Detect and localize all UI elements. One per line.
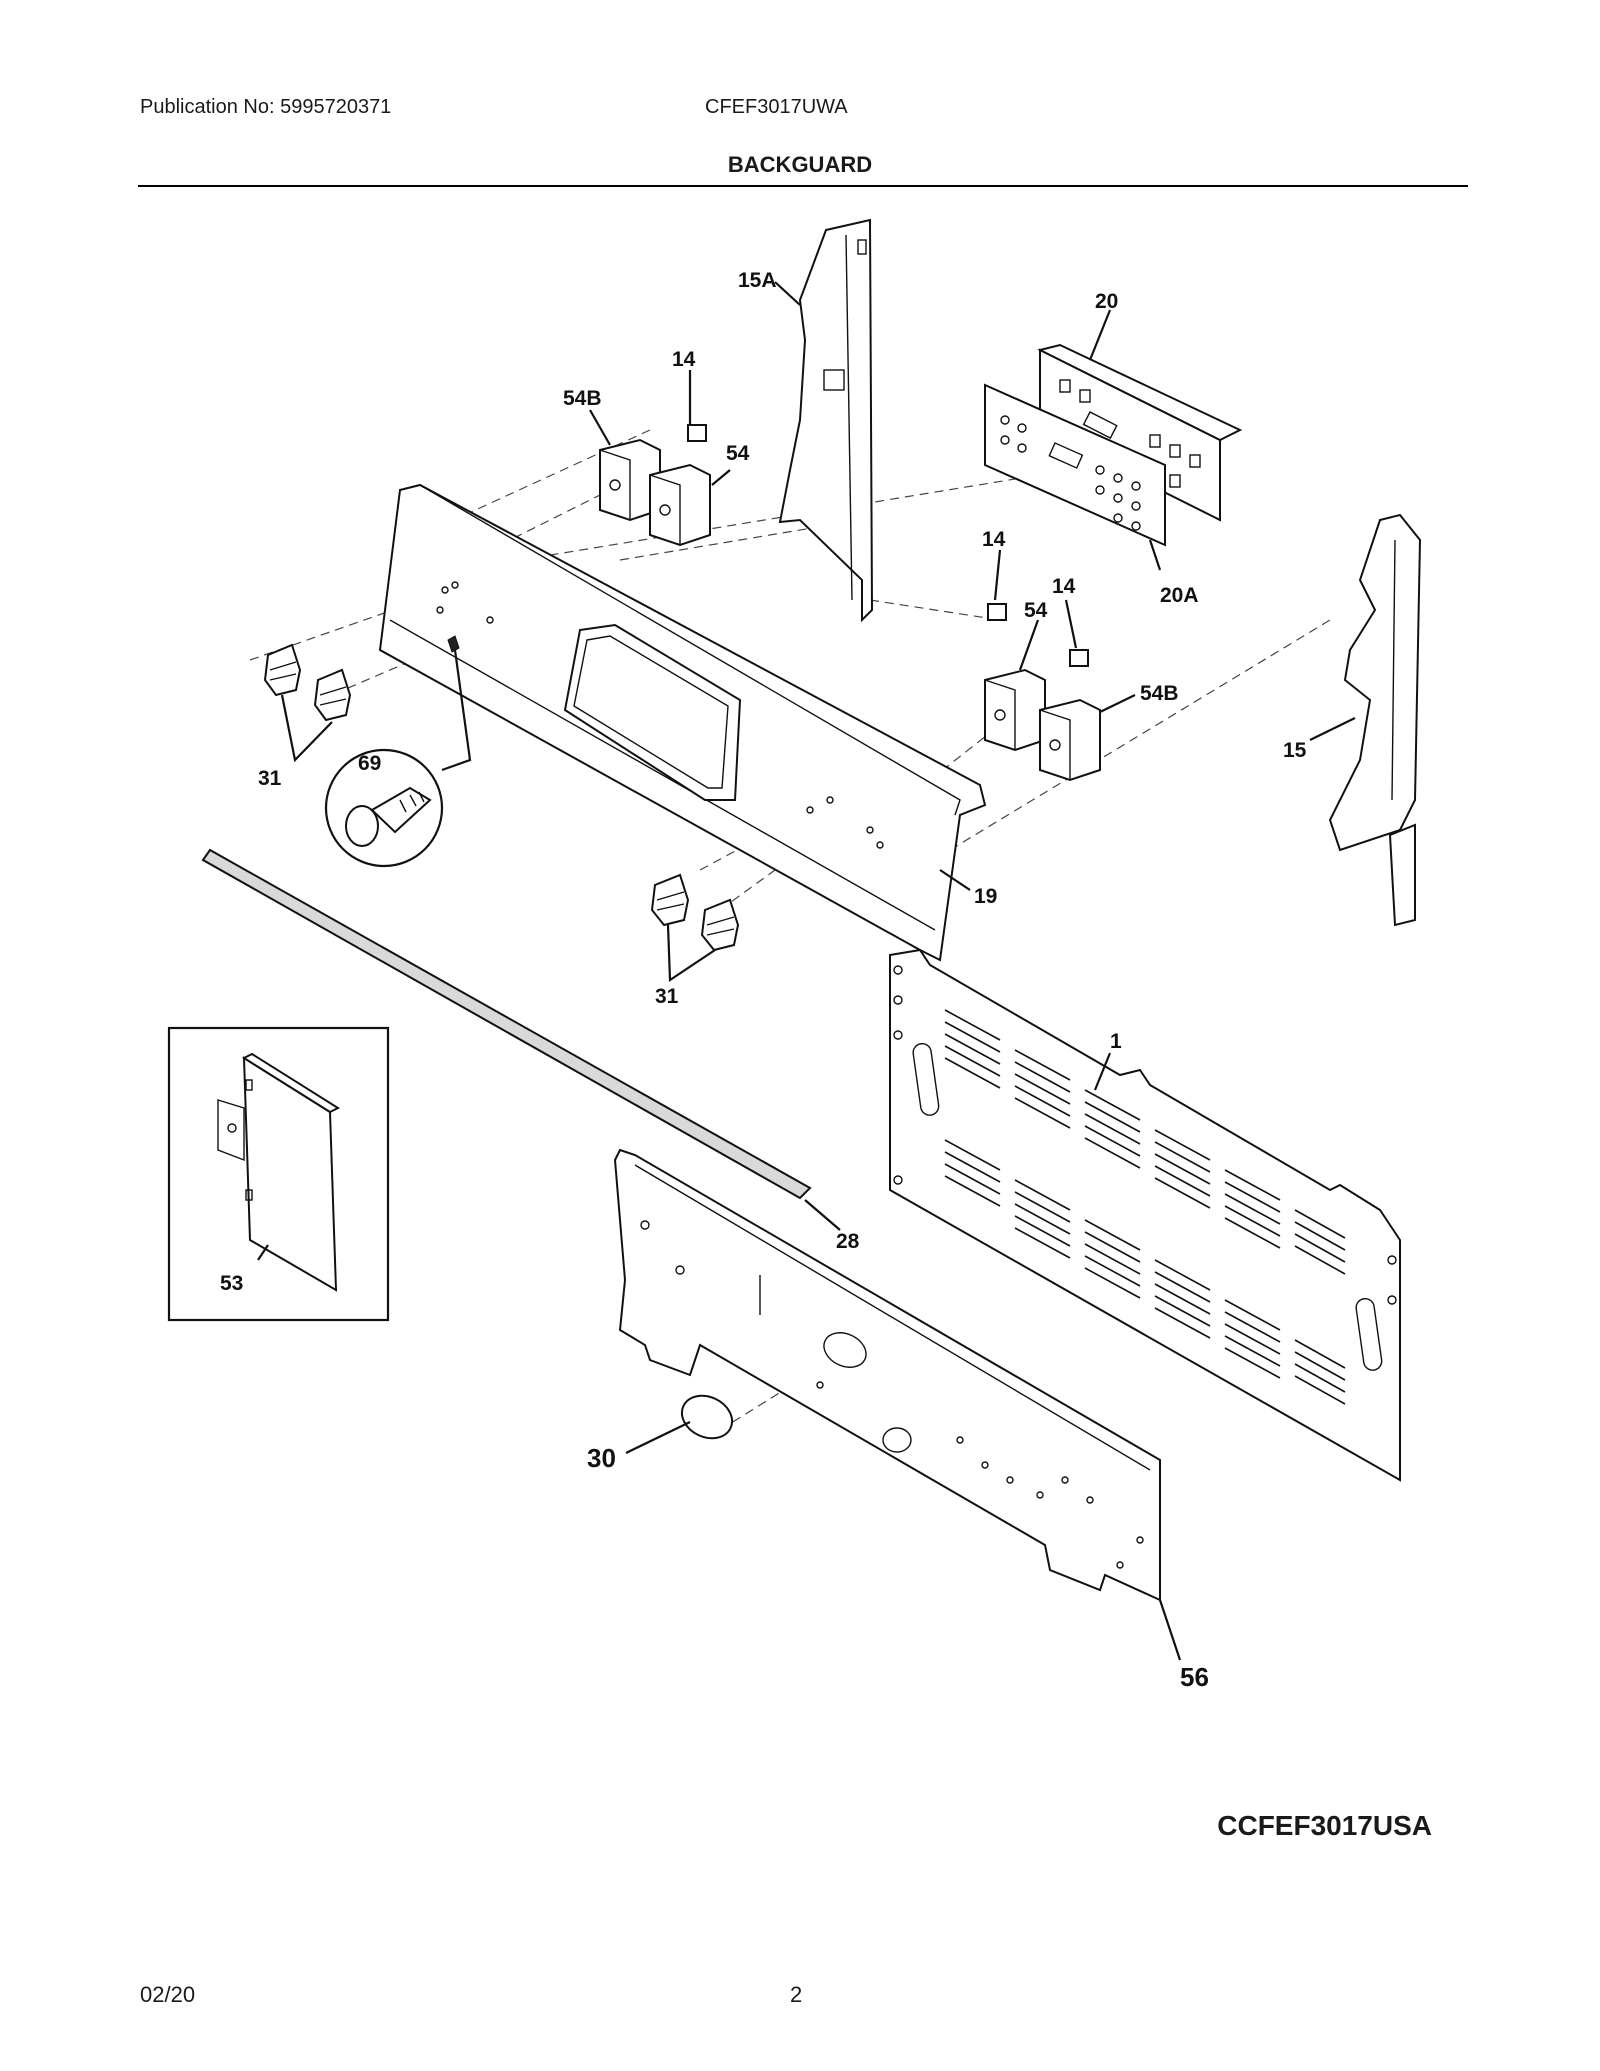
part-15-right-end-bracket	[1328, 513, 1422, 927]
callout-20: 20	[1095, 290, 1118, 313]
callout-leader-lines	[257, 281, 1356, 1661]
callout-leader-31-lower	[666, 924, 716, 983]
part-31-knob-left-a	[263, 643, 302, 697]
model-number: CFEF3017UWA	[705, 96, 848, 118]
callout-31-left: 31	[258, 767, 282, 790]
callout-53: 53	[220, 1272, 243, 1295]
callout-28: 28	[836, 1230, 860, 1253]
part-1-rear-panel	[889, 948, 1401, 1482]
part-31-knob-left-b	[313, 668, 352, 722]
diagram-code: CCFEF3017USA	[1217, 1810, 1432, 1841]
header-rule	[138, 185, 1468, 187]
part-28-trim-strip	[201, 848, 812, 1200]
page-number: 2	[790, 1982, 803, 2007]
callout-1: 1	[1110, 1030, 1122, 1053]
callout-54-lower: 54	[1024, 599, 1048, 622]
callout-14-lower: 14	[1052, 575, 1076, 598]
callout-14-mid: 14	[982, 528, 1006, 551]
callout-31-lower: 31	[655, 985, 679, 1008]
part-14-indicator-light-upper	[687, 424, 707, 442]
callout-19: 19	[974, 885, 997, 908]
part-56-lower-back-panel	[613, 1148, 1161, 1602]
callout-56: 56	[1180, 1662, 1209, 1692]
section-title: BACKGUARD	[727, 152, 873, 177]
part-19-control-panel	[378, 483, 987, 962]
part-69-screw-detail	[324, 635, 472, 868]
publication-number: Publication No: 5995720371	[140, 96, 392, 118]
callout-20a: 20A	[1160, 584, 1199, 607]
publication-date: 02/20	[140, 1982, 196, 2007]
callout-54b-lower: 54B	[1140, 682, 1179, 705]
callout-54-upper: 54	[726, 442, 750, 465]
callout-14-upper: 14	[672, 348, 696, 371]
callout-15a: 15A	[738, 269, 777, 292]
part-31-knob-lower-a	[650, 873, 690, 927]
part-30-plug-cover	[680, 1394, 734, 1440]
part-20a-overlay-membrane	[984, 383, 1166, 547]
part-14-indicator-light-lower	[1069, 649, 1089, 667]
callout-30: 30	[587, 1443, 616, 1473]
rear-panel-vent-slots	[944, 1009, 1346, 1405]
callout-69: 69	[358, 752, 381, 775]
callout-54b-upper: 54B	[563, 387, 602, 410]
callout-15: 15	[1283, 739, 1307, 762]
part-54-switch-upper	[649, 463, 711, 547]
part-54-switch-lower	[984, 668, 1046, 752]
part-53-inset-detail	[167, 1026, 390, 1322]
part-54b-switch-lower	[1039, 698, 1101, 782]
part-14-indicator-light-mid	[987, 603, 1007, 621]
callout-leader-31-left	[280, 694, 333, 763]
part-20-electronic-oven-control	[1037, 343, 1243, 522]
part-15a-left-end-bracket	[778, 218, 874, 623]
part-31-knob-lower-b	[700, 898, 740, 952]
